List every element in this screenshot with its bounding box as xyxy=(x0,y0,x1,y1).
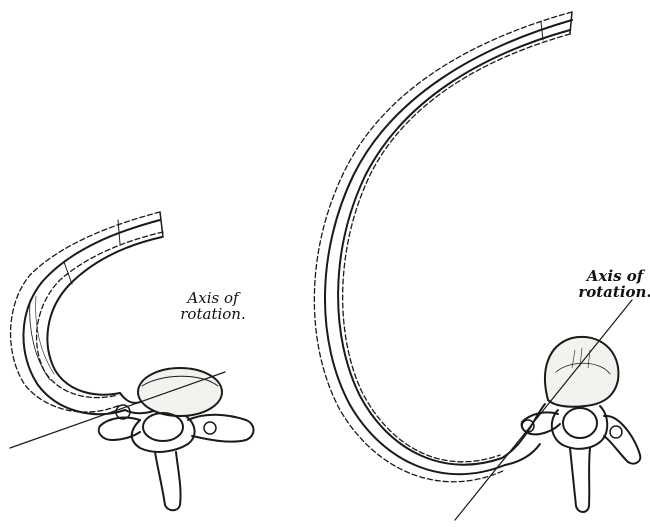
right-rib-figure xyxy=(314,12,640,520)
right-axis-label-line-1: Axis of xyxy=(570,268,650,284)
right-axis-of-rotation-line xyxy=(455,300,632,520)
left-axis-label-line-1: Axis of xyxy=(168,290,258,306)
right-transverse-process-r xyxy=(604,416,640,464)
left-rib-figure xyxy=(10,212,254,510)
left-axis-label-line-2: rotation. xyxy=(168,306,258,322)
left-transverse-process-r xyxy=(188,415,254,442)
right-axis-label-line-2: rotation. xyxy=(570,284,650,300)
right-axis-label: Axis of rotation. xyxy=(570,268,650,300)
left-spinous-process xyxy=(155,452,181,510)
right-rib-body-inner xyxy=(338,30,570,465)
left-axis-label: Axis of rotation. xyxy=(168,290,258,322)
left-vertebral-body xyxy=(138,368,222,416)
left-rib-dashed-outline-inner xyxy=(37,232,163,398)
right-rib-dashed-outline-inner xyxy=(343,34,570,462)
left-vertebral-foramen xyxy=(143,413,183,441)
right-rib-end-cap xyxy=(570,12,572,34)
right-vertebral-foramen xyxy=(563,408,597,438)
left-rib-dashed-outline-outer xyxy=(11,212,160,412)
right-spinous-process xyxy=(570,448,590,512)
